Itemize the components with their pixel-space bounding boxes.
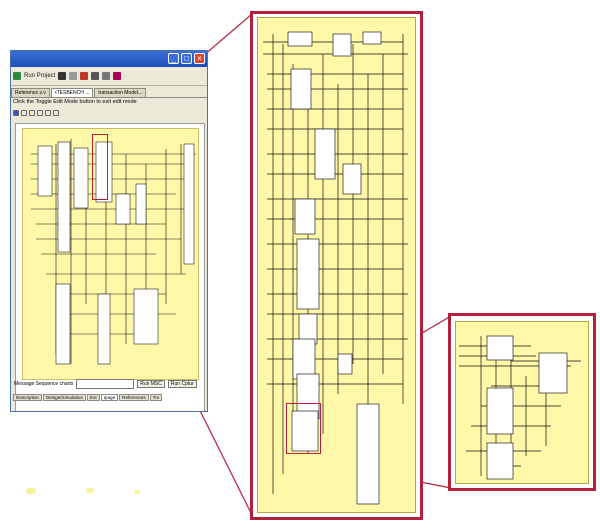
- settings-icon[interactable]: [102, 72, 111, 80]
- application-window: _ □ × Run Project Reference s.v •TESBENC…: [10, 50, 208, 412]
- close-icon[interactable]: ×: [194, 53, 205, 64]
- tab-tre[interactable]: Tre: [149, 393, 163, 401]
- detail-diagram: [459, 335, 581, 480]
- fit-icon[interactable]: [37, 109, 43, 116]
- back-icon[interactable]: [29, 109, 35, 116]
- zoomed-diagram-area: [257, 17, 416, 513]
- run-capture-button[interactable]: Run Cptur: [167, 379, 197, 388]
- diagram-toolbar: [11, 108, 207, 117]
- edit-mode-icon[interactable]: [13, 109, 19, 116]
- document-tabs: Reference s.v •TESBENCH ... transaction …: [11, 86, 207, 98]
- zoom-out-icon[interactable]: [53, 109, 59, 116]
- zoomed-region-highlight: [286, 403, 321, 454]
- maximize-icon[interactable]: □: [181, 53, 192, 64]
- diagram-canvas[interactable]: [15, 123, 205, 411]
- artifact: [134, 490, 140, 494]
- zoomed-diagram-panel: [250, 11, 423, 520]
- tab-reference[interactable]: Reference s.v: [11, 88, 50, 97]
- tab-references[interactable]: References: [119, 393, 149, 401]
- tool-icon[interactable]: [91, 72, 100, 80]
- zoom-in-icon[interactable]: [45, 109, 51, 116]
- tab-design-simulation[interactable]: Design/Simulation: [42, 393, 87, 401]
- message-sequence-select[interactable]: [76, 378, 135, 389]
- artifact: [86, 488, 94, 493]
- stop-icon[interactable]: [80, 72, 89, 80]
- bottom-tabs: Description Design/Simulation Ext Ipage …: [11, 392, 207, 402]
- message-sequence-bar: Message Sequence charts Run MSC Run Cptu…: [11, 377, 207, 390]
- run-icon[interactable]: [13, 72, 21, 80]
- tab-ipage[interactable]: Ipage: [100, 393, 119, 401]
- zoomed-diagram: [263, 31, 408, 505]
- graph-icon[interactable]: [113, 72, 122, 80]
- forward-icon[interactable]: [69, 72, 78, 80]
- detail-diagram-area: [455, 321, 589, 484]
- main-toolbar: Run Project: [11, 67, 207, 86]
- run-project-button[interactable]: Run Project: [24, 73, 56, 79]
- binoculars-icon[interactable]: [58, 72, 67, 80]
- selected-region-highlight: [92, 134, 108, 200]
- overview-diagram: [31, 139, 196, 365]
- tab-ext[interactable]: Ext: [87, 393, 100, 401]
- pointer-icon[interactable]: [21, 109, 27, 116]
- window-titlebar: _ □ ×: [11, 51, 207, 67]
- minimize-icon[interactable]: _: [168, 53, 179, 64]
- tab-testbench[interactable]: •TESBENCH ...: [50, 88, 94, 97]
- message-sequence-label: Message Sequence charts: [14, 380, 74, 387]
- tab-description[interactable]: Description: [13, 393, 42, 401]
- tab-transaction-model[interactable]: transaction Model...: [94, 88, 147, 97]
- edit-mode-hint: Click the Toggle Edit Mode button to exi…: [13, 99, 137, 105]
- artifact: [26, 488, 36, 494]
- detail-diagram-panel: [448, 313, 596, 491]
- run-msc-button[interactable]: Run MSC: [137, 379, 165, 388]
